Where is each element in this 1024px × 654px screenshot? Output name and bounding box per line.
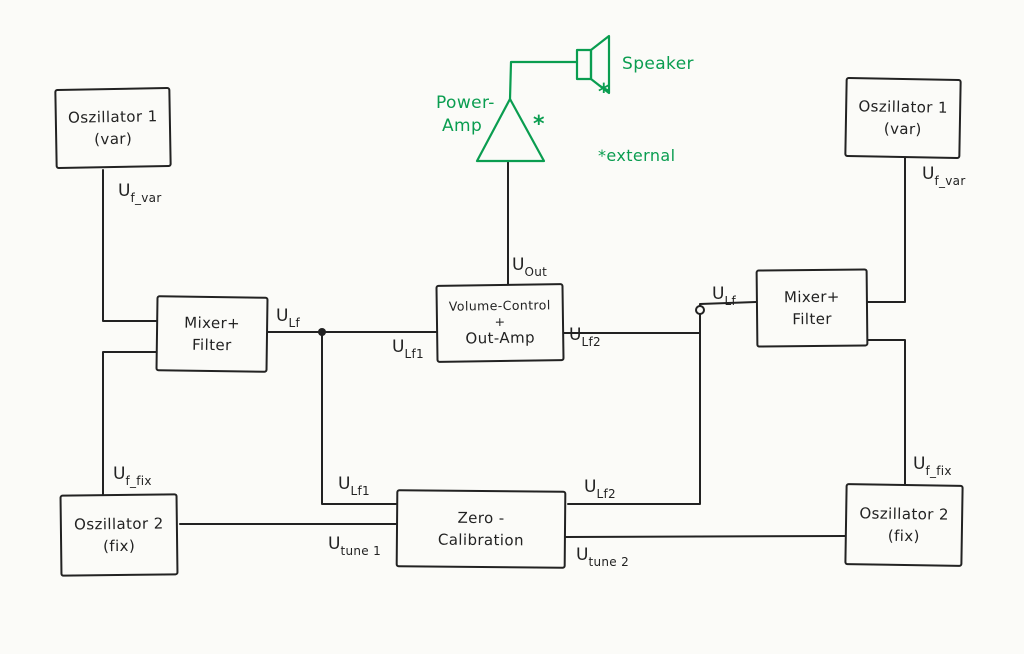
- wire-osc2l-to-mixer: [102, 351, 157, 495]
- label-ulf2-bottom: ULf2: [584, 477, 616, 502]
- label-ulf2-mid: ULf2: [569, 325, 601, 350]
- box-label-line: Mixer+: [783, 287, 840, 307]
- label-uf-fix-left: Uf_fix: [113, 464, 152, 489]
- wire-amp-to-speaker: [508, 60, 579, 101]
- box-label-line: Volume-Control: [448, 297, 551, 314]
- asterisk-speaker: *: [598, 80, 610, 105]
- label-uf-var-right: Uf_var: [922, 164, 966, 189]
- external-note: *external: [598, 146, 676, 165]
- box-label-line: Oszillator 1: [67, 106, 158, 127]
- box-zero-calibration: Zero - Calibration: [395, 489, 567, 569]
- box-volume-control-out-amp: Volume-Control + Out-Amp: [435, 283, 565, 363]
- box-label-line: (var): [94, 129, 133, 148]
- label-uf-var-left: Uf_var: [118, 181, 162, 206]
- power-amp-label-line2: Amp: [442, 116, 483, 136]
- box-mixer-filter-left: Mixer+ Filter: [155, 295, 269, 373]
- junction-dot-left: [318, 328, 326, 336]
- asterisk-power-amp: *: [533, 112, 545, 137]
- speaker-cone: [589, 34, 611, 95]
- box-label-line: Filter: [792, 309, 832, 328]
- box-label-line: Zero -: [457, 508, 505, 527]
- junction-circle-right: [695, 305, 705, 315]
- box-label-line: (fix): [887, 526, 920, 545]
- label-utune1: Utune 1: [328, 534, 382, 559]
- box-oscillator1-var-left: Oszillator 1 (var): [54, 86, 172, 170]
- wire-junction-to-zerocal-left: [321, 331, 397, 505]
- speaker-label: Speaker: [622, 54, 694, 74]
- speaker-driver: [575, 48, 593, 81]
- box-oscillator2-fix-left: Oszillator 2 (fix): [59, 493, 179, 577]
- box-label-line: Oszillator 1: [858, 96, 949, 117]
- label-ulf-right: ULf: [712, 284, 736, 309]
- box-label-line: Out-Amp: [465, 328, 536, 348]
- wire-osc1l-to-mixer: [102, 169, 157, 322]
- wire-zerocal-to-osc2r: [565, 535, 846, 538]
- box-label-line: (var): [883, 119, 922, 138]
- box-label-line: Mixer+: [184, 313, 241, 333]
- wire-zerocal-right-to-mixer: [567, 301, 757, 505]
- wire-osc1r-to-mixer: [867, 157, 906, 303]
- box-label-line: Oszillator 2: [859, 504, 950, 524]
- box-label-line: Filter: [191, 335, 232, 354]
- label-uout: UOut: [512, 255, 548, 280]
- label-utune2: Utune 2: [576, 545, 630, 570]
- box-label-line: Calibration: [437, 530, 524, 549]
- power-amp-triangle: [475, 97, 546, 163]
- label-ulf1-mid: ULf1: [392, 337, 424, 362]
- box-label-line: Oszillator 2: [73, 514, 164, 534]
- wire-osc2r-to-mixer: [867, 339, 906, 485]
- label-ulf-left: ULf: [276, 306, 300, 331]
- label-ulf1-bottom: ULf1: [338, 474, 370, 499]
- box-label-line: +: [494, 313, 506, 329]
- box-mixer-filter-right: Mixer+ Filter: [755, 268, 869, 348]
- power-amp-label-line1: Power-: [436, 93, 495, 113]
- label-uf-fix-right: Uf_fix: [913, 454, 952, 479]
- box-oscillator1-var-right: Oszillator 1 (var): [844, 76, 962, 160]
- box-label-line: (fix): [103, 536, 136, 555]
- box-oscillator2-fix-right: Oszillator 2 (fix): [844, 483, 964, 567]
